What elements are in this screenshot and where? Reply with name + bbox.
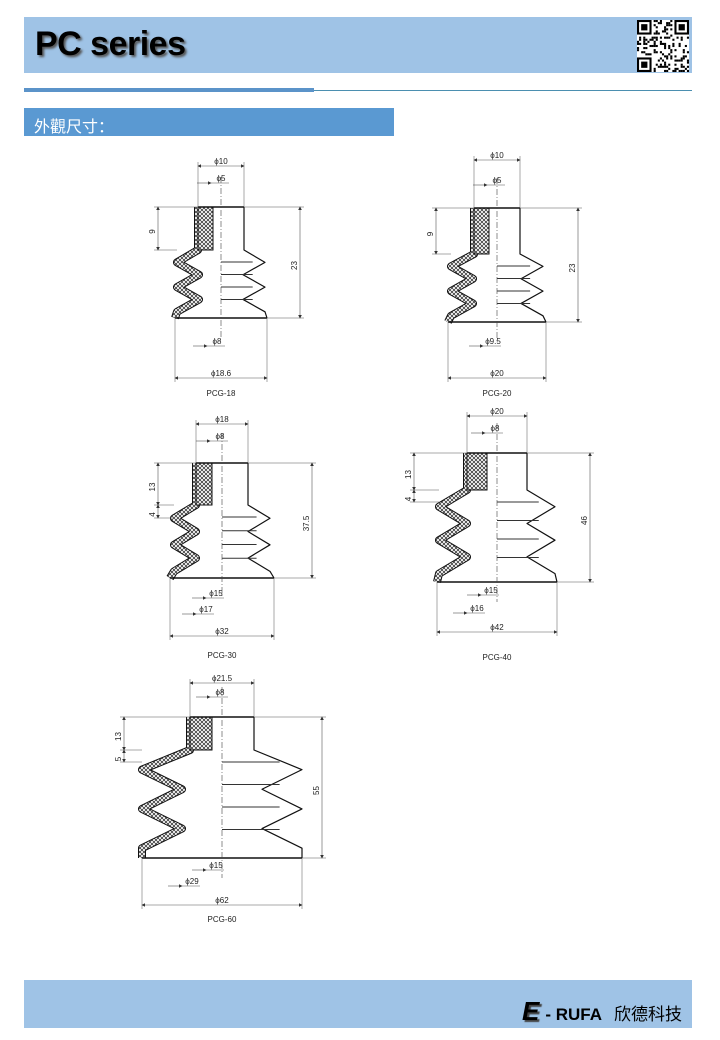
footer-banner: E - RUFA 欣德科技 — [24, 980, 692, 1028]
dim-total-height: 46 — [580, 516, 589, 525]
model-label: PCG-40 — [483, 653, 512, 662]
header-banner: PC series — [24, 17, 692, 73]
company-name: 欣德科技 — [614, 1005, 682, 1025]
model-label: PCG-20 — [483, 389, 512, 398]
bellows-wall-hatch — [139, 717, 193, 858]
dim-neck-diameter: ϕ21.5 — [212, 674, 233, 683]
dim-bore-diameter: ϕ8 — [216, 688, 225, 697]
bellows-outline-right — [247, 463, 275, 579]
bellows-wall-hatch — [434, 453, 470, 583]
dim-total-height: 23 — [290, 261, 299, 270]
section-header: 外觀尺寸： — [24, 108, 394, 136]
dim-neck-height: 9 — [426, 231, 435, 236]
neck-section — [466, 452, 488, 491]
neck-section — [189, 716, 213, 751]
bellows-wall-hatch — [172, 207, 202, 319]
dim-inner-diameter: ϕ15 — [209, 861, 223, 870]
bellows-outline-right — [242, 207, 268, 319]
dim-inner-diameter: ϕ15 — [209, 589, 223, 598]
bellows-outline-right — [519, 208, 547, 323]
dim-step-height: 5 — [114, 756, 123, 761]
dim-neck-height: 13 — [148, 482, 157, 491]
divider-thin — [314, 90, 692, 91]
model-label: PCG-60 — [208, 915, 237, 924]
dim-inner-diameter-2: ϕ17 — [199, 605, 213, 614]
qr-code-icon — [637, 20, 689, 72]
neck-section — [473, 207, 490, 255]
dim-total-height: 55 — [312, 786, 321, 795]
dim-neck-diameter: ϕ18 — [215, 415, 229, 424]
dim-inner-diameter: ϕ9.5 — [485, 337, 501, 346]
dim-inner-diameter: ϕ8 — [213, 337, 222, 346]
bellows-wall-hatch — [167, 463, 199, 580]
neck-section — [197, 206, 214, 251]
dim-base-diameter: ϕ42 — [490, 623, 504, 632]
dim-bore-diameter: ϕ5 — [217, 174, 226, 183]
bellows-wall-hatch — [445, 208, 477, 324]
dim-bore-diameter: ϕ8 — [491, 424, 500, 433]
dim-base-diameter: ϕ62 — [215, 896, 229, 905]
dim-step-height: 4 — [148, 512, 157, 517]
dim-step-height: 4 — [404, 496, 413, 501]
neck-section — [195, 462, 213, 506]
section-title: 外觀尺寸： — [34, 117, 115, 136]
dim-base-diameter: ϕ20 — [490, 369, 504, 378]
dim-total-height: 23 — [568, 263, 577, 272]
dim-neck-diameter: ϕ20 — [490, 407, 504, 416]
dim-neck-height: 13 — [114, 732, 123, 741]
bellows-outline-right — [526, 453, 558, 583]
logo-rufa: - RUFA — [545, 1005, 602, 1024]
dim-neck-diameter: ϕ10 — [490, 151, 504, 160]
logo-e: E — [521, 996, 540, 1026]
dim-bore-diameter: ϕ8 — [216, 432, 225, 441]
dim-neck-height: 9 — [148, 229, 157, 234]
model-label: PCG-18 — [207, 389, 236, 398]
dim-base-diameter: ϕ18.6 — [211, 369, 232, 378]
dim-inner-diameter-2: ϕ29 — [185, 877, 199, 886]
dim-base-diameter: ϕ32 — [215, 627, 229, 636]
dim-inner-diameter-2: ϕ16 — [470, 604, 484, 613]
page-title: PC series — [35, 25, 186, 63]
dim-bore-diameter: ϕ5 — [493, 176, 502, 185]
dim-neck-height: 13 — [404, 470, 413, 479]
dim-inner-diameter: ϕ15 — [484, 586, 498, 595]
bellows-outline-right — [253, 717, 303, 858]
model-label: PCG-30 — [208, 651, 237, 660]
dim-neck-diameter: ϕ10 — [214, 157, 228, 166]
divider-thick — [24, 88, 314, 92]
dim-total-height: 37.5 — [302, 515, 311, 531]
company-logo: E - RUFA 欣德科技 — [522, 996, 682, 1027]
